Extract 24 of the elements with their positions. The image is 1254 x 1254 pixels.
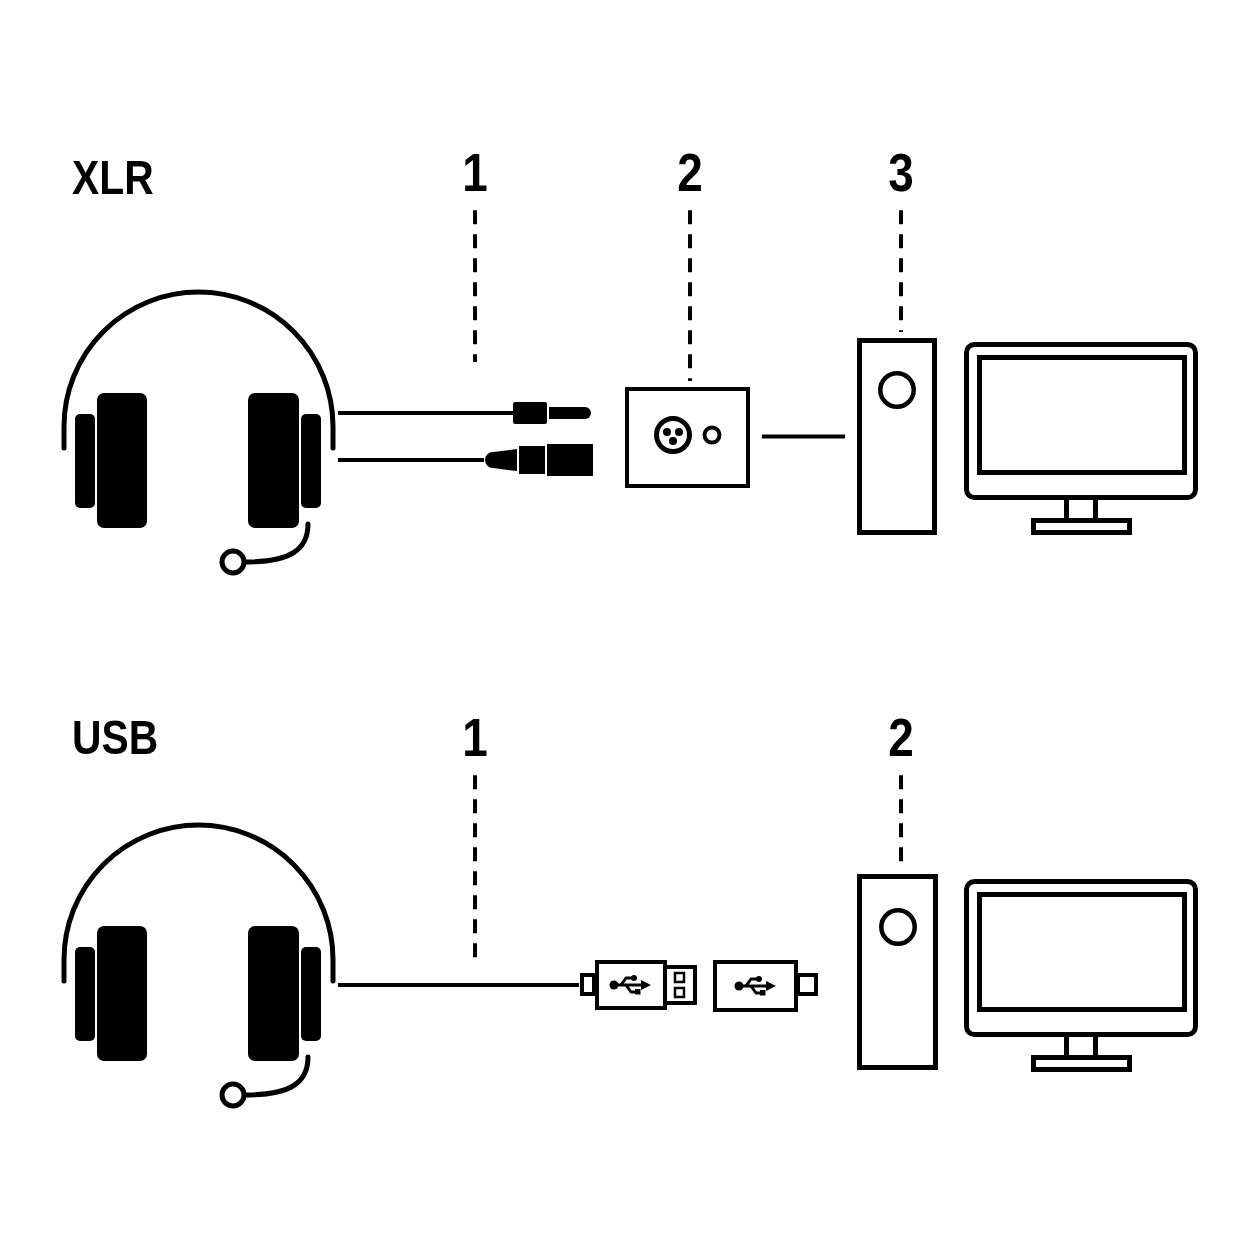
callout-number: 2	[888, 716, 914, 760]
usb-plug-drawing	[579, 958, 699, 1012]
headset-drawing	[58, 288, 338, 578]
section-heading: USB	[72, 719, 159, 758]
headset-drawing	[58, 821, 338, 1111]
callout-number: 2	[677, 151, 703, 195]
callout-number: 1	[462, 151, 488, 195]
pc-tower	[857, 338, 937, 535]
connection-line	[762, 434, 845, 439]
cable	[338, 983, 579, 987]
xlr-plug-drawing	[484, 444, 594, 476]
pc-tower	[857, 874, 938, 1070]
cable	[338, 411, 513, 415]
cable	[338, 458, 484, 462]
leader-line	[899, 210, 903, 332]
callout-number: 1	[462, 716, 488, 760]
callout-number: 3	[888, 151, 914, 195]
usb-adapter-drawing	[712, 958, 820, 1014]
leader-line	[473, 775, 477, 960]
jack-plug-drawing	[513, 402, 592, 424]
leader-line	[473, 210, 477, 362]
section-heading: XLR	[72, 159, 154, 198]
leader-line	[688, 210, 692, 381]
socket-panel	[625, 387, 750, 488]
